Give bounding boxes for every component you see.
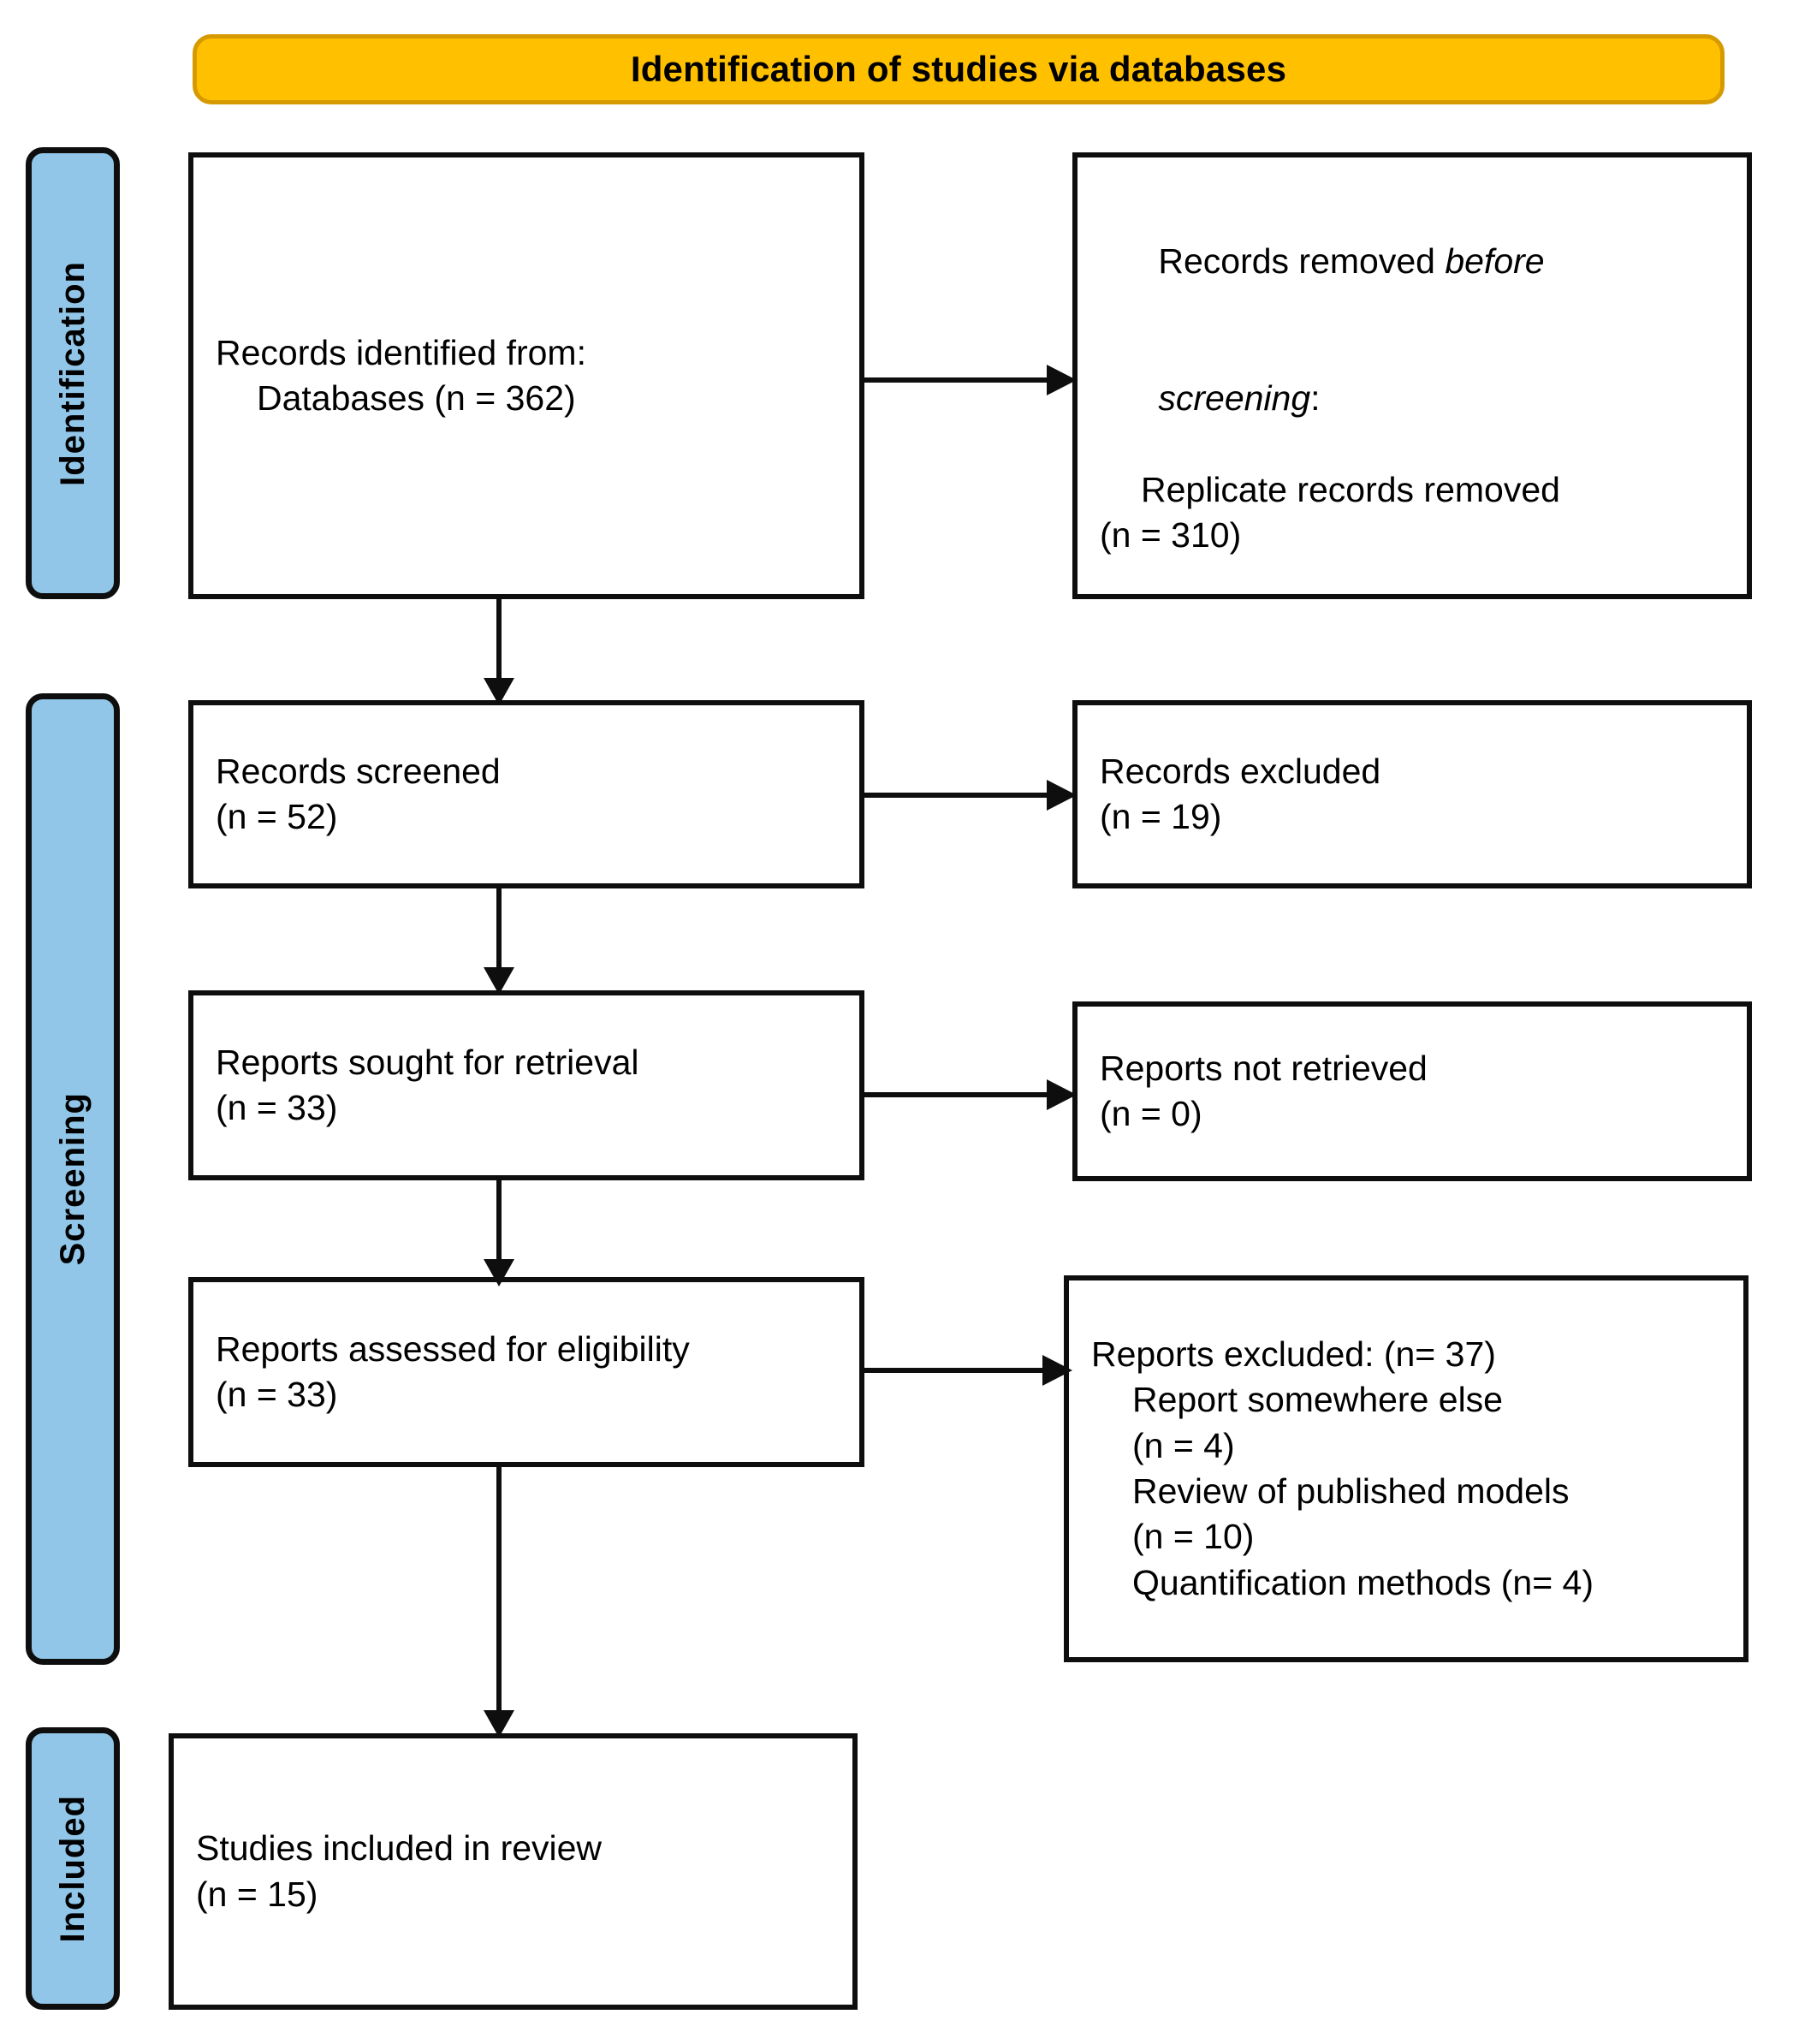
box-records-excluded: Records excluded (n = 19) [1072,700,1752,888]
arrow-screened-to-excluded [864,777,1078,813]
reports-excluded-line-3: (n = 4) [1132,1425,1235,1465]
records-screened-line-1: Records screened [216,751,501,791]
reports-not-retrieved-line-1: Reports not retrieved [1100,1048,1428,1088]
box-records-removed-before-screening: Records removed before screening: Replic… [1072,152,1752,599]
records-removed-prefix: Records removed [1158,241,1446,282]
reports-excluded-line-4: Review of published models [1132,1471,1570,1511]
box-reports-sought-for-retrieval: Reports sought for retrieval (n = 33) [188,990,864,1180]
stage-tab-included: Included [26,1727,120,2010]
records-removed-line-4: (n = 310) [1100,514,1242,555]
box-reports-not-retrieved: Reports not retrieved (n = 0) [1072,1001,1752,1181]
stage-tab-included-label: Included [53,1794,92,1943]
stage-tab-identification: Identification [26,147,120,599]
records-removed-colon: : [1310,378,1321,418]
arrow-identified-to-screened [481,597,517,707]
box-reports-assessed-for-eligibility: Reports assessed for eligibility (n = 33… [188,1277,864,1467]
reports-sought-line-2: (n = 33) [216,1088,338,1127]
records-excluded-line-2: (n = 19) [1100,797,1222,836]
stage-tab-identification-label: Identification [53,260,92,486]
records-excluded-line-1: Records excluded [1100,751,1381,791]
reports-excluded-line-5: (n = 10) [1132,1517,1255,1557]
reports-assessed-line-2: (n = 33) [216,1375,338,1414]
records-removed-italic-before: before [1445,241,1545,282]
box-studies-included-in-review: Studies included in review (n = 15) [169,1733,858,2010]
arrow-sought-to-not-retrieved [864,1077,1078,1113]
studies-included-line-2: (n = 15) [196,1874,318,1914]
records-removed-italic-screening: screening [1158,378,1311,418]
records-removed-line-1: Records removed before [1100,193,1725,330]
arrow-identified-to-removed [864,362,1078,398]
reports-assessed-line-1: Reports assessed for eligibility [216,1328,690,1369]
box-records-screened: Records screened (n = 52) [188,700,864,888]
reports-excluded-line-1: Reports excluded: (n= 37) [1091,1334,1496,1375]
arrow-assessed-to-reports-excluded [864,1352,1074,1388]
stage-tab-screening: Screening [26,693,120,1665]
box-reports-excluded-with-reasons: Reports excluded: (n= 37) Report somewhe… [1064,1275,1748,1662]
records-screened-line-2: (n = 52) [216,797,338,836]
reports-excluded-line-6: Quantification methods (n= 4) [1132,1562,1594,1602]
phase-banner-identification-databases: Identification of studies via databases [193,34,1725,104]
reports-sought-line-1: Reports sought for retrieval [216,1042,639,1082]
records-identified-line-2: Databases (n = 362) [257,378,576,418]
records-removed-line-3: Replicate records removed [1141,469,1560,509]
box-records-identified: Records identified from: Databases (n = … [188,152,864,599]
arrow-screened-to-sought [481,887,517,996]
stage-tab-screening-label: Screening [53,1092,92,1266]
reports-not-retrieved-line-2: (n = 0) [1100,1094,1202,1133]
arrow-sought-to-assessed [481,1179,517,1288]
reports-excluded-line-2: Report somewhere else [1132,1380,1503,1420]
studies-included-line-1: Studies included in review [196,1828,603,1869]
records-identified-line-1: Records identified from: [216,332,586,372]
arrow-assessed-to-studies-included [481,1465,517,1739]
phase-banner-title: Identification of studies via databases [630,49,1287,89]
records-removed-line-2: screening: [1100,330,1725,467]
